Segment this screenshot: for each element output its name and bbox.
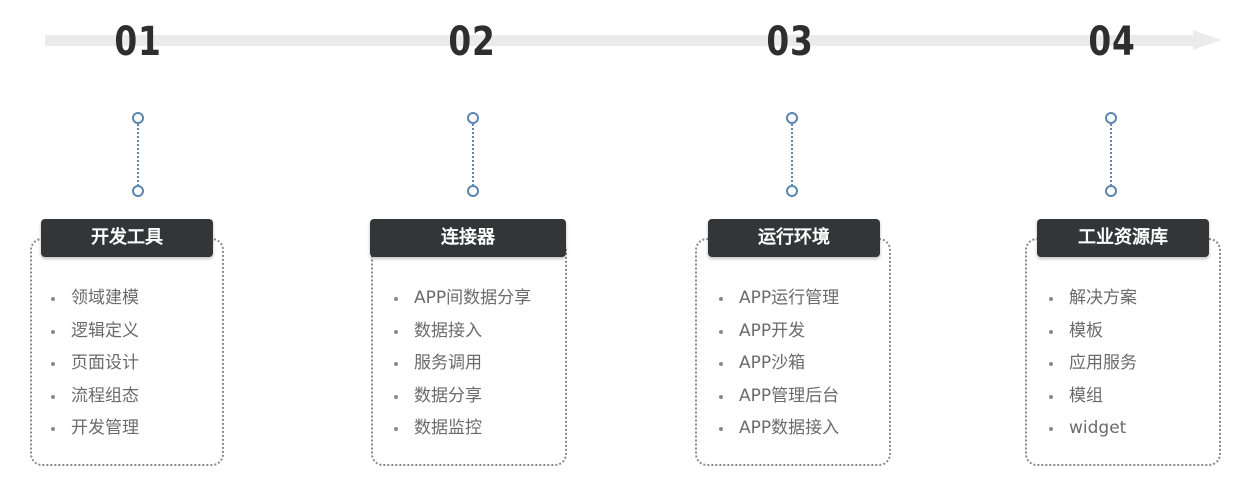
list-item: 服务调用 [394,347,531,380]
list-item: APP间数据分享 [394,282,531,315]
list-item: 模组 [1049,380,1137,413]
step-card [1025,238,1221,466]
step-card [371,238,567,466]
list-item: 页面设计 [51,347,139,380]
timeline-arrowhead [1193,30,1221,50]
list-item: APP数据接入 [719,412,839,445]
list-item: APP沙箱 [719,347,839,380]
list-item: 数据分享 [394,380,531,413]
step-title: 开发工具 [41,219,213,257]
step-connector [132,112,144,197]
timeline-bar [45,35,1195,46]
step-items: APP运行管理 APP开发 APP沙箱 APP管理后台 APP数据接入 [719,282,839,445]
step-items: 领域建模 逻辑定义 页面设计 流程组态 开发管理 [51,282,139,445]
step-card [30,238,224,466]
step-items: 解决方案 模板 应用服务 模组 widget [1049,282,1137,445]
step-title: 连接器 [370,219,566,257]
list-item: APP管理后台 [719,380,839,413]
list-item: 逻辑定义 [51,315,139,348]
list-item: 解决方案 [1049,282,1137,315]
step-number: 03 [766,19,814,65]
list-item: 应用服务 [1049,347,1137,380]
list-item: widget [1049,412,1137,445]
step-title: 工业资源库 [1037,219,1209,257]
list-item: 流程组态 [51,380,139,413]
step-connector [1105,112,1117,197]
list-item: 模板 [1049,315,1137,348]
step-connector [786,112,798,197]
step-number: 01 [114,19,162,65]
step-items: APP间数据分享 数据接入 服务调用 数据分享 数据监控 [394,282,531,445]
list-item: APP开发 [719,315,839,348]
step-number: 04 [1088,19,1136,65]
step-title: 运行环境 [708,219,880,257]
step-number: 02 [448,19,496,65]
list-item: 数据监控 [394,412,531,445]
list-item: 领域建模 [51,282,139,315]
list-item: 开发管理 [51,412,139,445]
step-connector [467,112,479,197]
list-item: 数据接入 [394,315,531,348]
list-item: APP运行管理 [719,282,839,315]
